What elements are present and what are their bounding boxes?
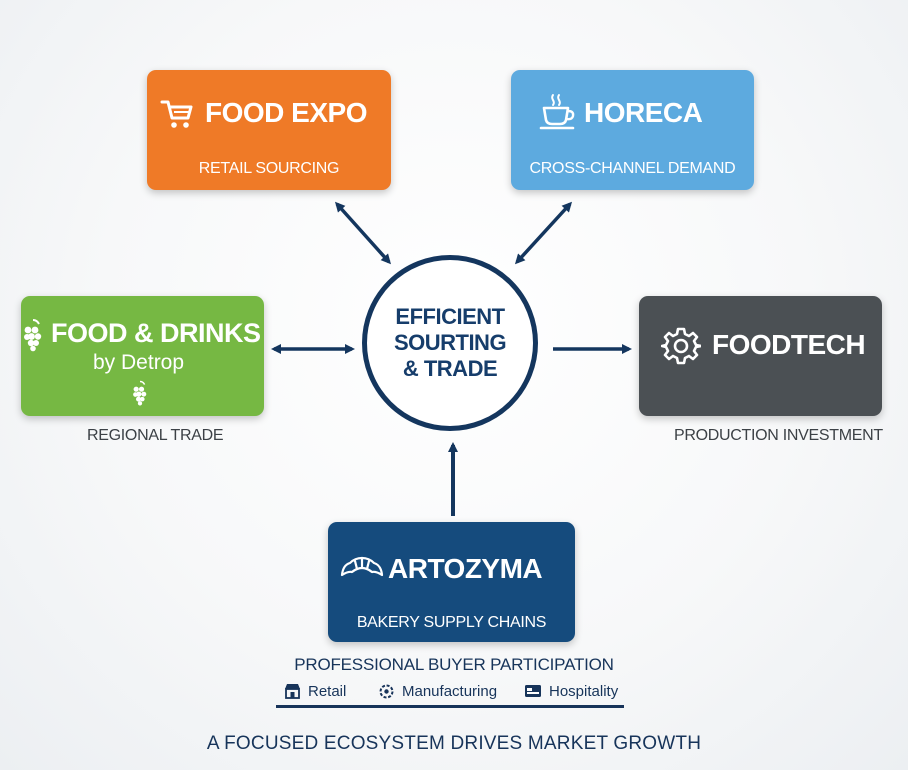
regional-trade-label: REGIONAL TRADE bbox=[87, 427, 224, 444]
coffee-cup-icon bbox=[539, 94, 575, 130]
buyer-item-manufacturing: Manufacturing bbox=[378, 681, 497, 701]
artozyma-subtitle: BAKERY SUPPLY CHAINS bbox=[356, 614, 547, 631]
foodtech-box: FOODTECH bbox=[639, 296, 882, 416]
croissant-icon bbox=[340, 556, 384, 577]
divider-line bbox=[276, 705, 624, 708]
gear-icon bbox=[661, 327, 701, 365]
horeca-title: HORECA bbox=[584, 97, 703, 128]
bed-icon bbox=[525, 685, 541, 697]
buyer-label-manufacturing: Manufacturing bbox=[402, 682, 498, 700]
buyer-label-hospitality: Hospitality bbox=[549, 682, 619, 700]
center-line-1: EFFICIENT bbox=[395, 304, 505, 329]
cart-icon bbox=[160, 100, 193, 128]
horeca-box: HORECA CROSS-CHANNEL DEMAND bbox=[511, 70, 754, 190]
center-line-2: SOURTING bbox=[393, 330, 507, 355]
center-circle: EFFICIENT SOURTING & TRADE bbox=[362, 255, 538, 431]
grapes-icon bbox=[24, 319, 42, 352]
store-icon bbox=[285, 684, 300, 699]
food-drinks-title: FOOD & DRINKS bbox=[51, 318, 261, 348]
food-expo-box: FOOD EXPO RETAIL SOURCING bbox=[147, 70, 391, 190]
production-investment-label: PRODUCTION INVESTMENT bbox=[674, 427, 883, 444]
foodtech-title: FOODTECH bbox=[712, 329, 866, 360]
food-drinks-box: FOOD & DRINKS by Detrop bbox=[21, 296, 264, 416]
footer-tagline: A FOCUSED ECOSYSTEM DRIVES MARKET GROWTH bbox=[206, 733, 702, 754]
buyer-item-hospitality: Hospitality bbox=[524, 681, 618, 701]
arrow-horeca-center bbox=[514, 201, 573, 265]
artozyma-box: ARTOZYMA BAKERY SUPPLY CHAINS bbox=[328, 522, 575, 642]
buyer-label-retail: Retail bbox=[308, 682, 347, 700]
buyer-heading: PROFESSIONAL BUYER PARTICIPATION bbox=[294, 655, 614, 674]
factory-gear-icon bbox=[379, 684, 394, 698]
center-line-3: & TRADE bbox=[402, 356, 498, 381]
food-drinks-by-line: by Detrop bbox=[93, 351, 185, 374]
buyer-item-retail: Retail bbox=[284, 681, 346, 701]
food-expo-title: FOOD EXPO bbox=[205, 97, 367, 128]
artozyma-title: ARTOZYMA bbox=[388, 553, 543, 584]
food-expo-subtitle: RETAIL SOURCING bbox=[198, 160, 340, 177]
arrow-expo-center bbox=[334, 201, 392, 265]
grapes-small-icon bbox=[133, 380, 147, 406]
horeca-subtitle: CROSS-CHANNEL DEMAND bbox=[529, 160, 736, 177]
